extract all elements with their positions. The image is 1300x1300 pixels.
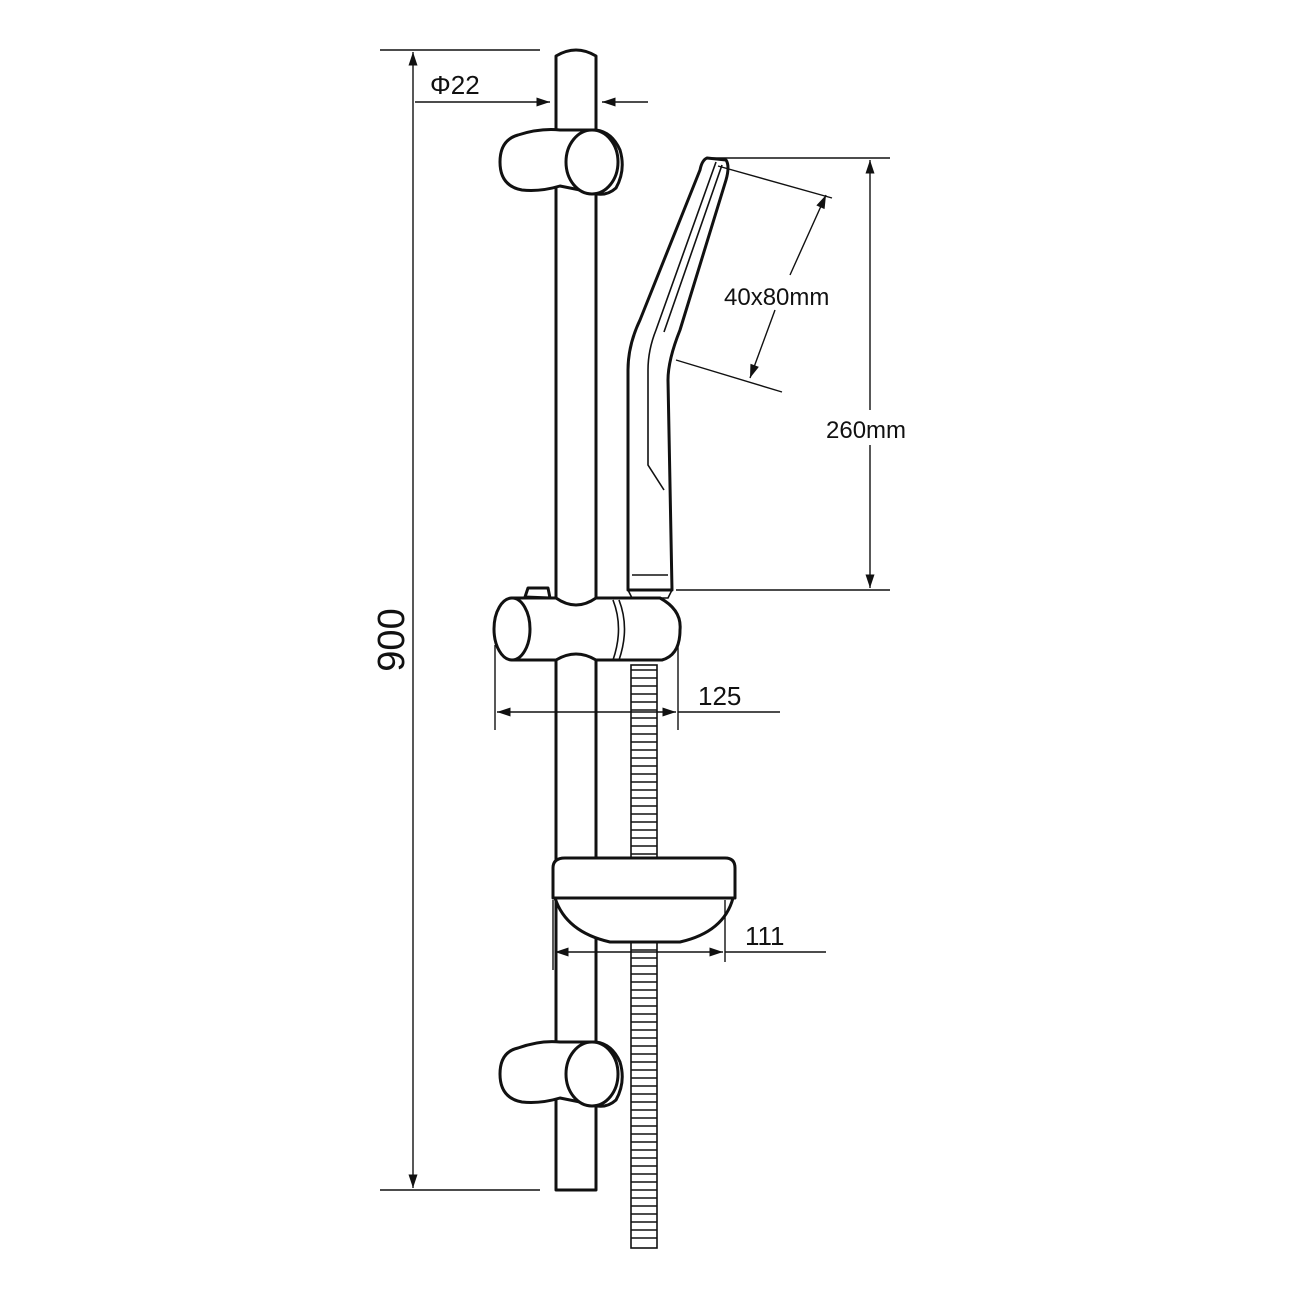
soap-dish bbox=[551, 856, 737, 944]
dimension-total-height: 900 bbox=[371, 49, 540, 1191]
label-125: 125 bbox=[698, 681, 741, 711]
label-111: 111 bbox=[745, 921, 785, 951]
label-phi22: Φ22 bbox=[430, 70, 480, 100]
label-260mm: 260mm bbox=[826, 417, 906, 444]
hand-shower bbox=[626, 156, 730, 599]
dimension-spray-face: 40x80mm bbox=[675, 165, 833, 393]
dimension-handshower-length: 260mm bbox=[676, 157, 906, 591]
label-900: 900 bbox=[371, 608, 413, 671]
slider-holder bbox=[492, 586, 682, 662]
top-wall-bracket bbox=[498, 128, 624, 196]
dimension-holder-projection: 125 bbox=[494, 645, 780, 730]
bottom-wall-bracket bbox=[498, 1040, 624, 1108]
label-40x80mm: 40x80mm bbox=[724, 284, 829, 311]
dimension-rail-diameter: Φ22 bbox=[415, 70, 648, 107]
dimension-soap-dish-projection: 111 bbox=[552, 900, 826, 970]
hose bbox=[630, 664, 658, 1249]
